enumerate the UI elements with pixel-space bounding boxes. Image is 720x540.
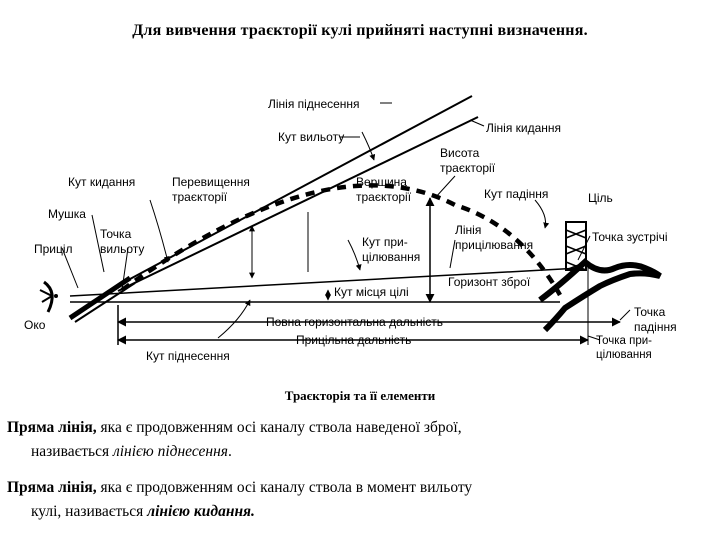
para1-term: лінією піднесення — [112, 443, 228, 460]
line-of-sight — [69, 267, 581, 297]
angle-fall-arc — [534, 199, 550, 229]
label-departure-point-line2: вильоту — [100, 242, 144, 256]
para2-text2: кулі, називається — [31, 503, 148, 520]
para2-bold-start: Пряма лінія, — [7, 479, 97, 496]
label-angle-of-departure: Кут вильоту — [278, 130, 344, 144]
definition-line-of-elevation: Пряма лінія, яка є продовженням осі кана… — [7, 416, 699, 464]
aim-angle-arc — [347, 239, 362, 271]
page-title: Для вивчення траєкторії кулі прийняті на… — [132, 22, 588, 39]
label-height-line2: траєкторії — [440, 161, 496, 175]
para2-line2: кулі, називається лінією кидання. — [7, 500, 699, 524]
label-meeting-point: Точка зустрічі — [592, 230, 668, 244]
label-muzzle: Мушка — [48, 207, 86, 221]
leader-lines — [61, 102, 631, 341]
label-aim-angle-line1: Кут при- — [362, 235, 408, 249]
label-summit-line1: Вершина — [356, 175, 407, 189]
line-of-elevation — [114, 95, 473, 288]
weapon-barrel — [68, 275, 136, 323]
label-aim-angle-line2: цілювання — [362, 250, 420, 264]
label-sight-line-line2: прицілювання — [455, 238, 533, 252]
label-angle-of-firing: Кут кидання — [68, 175, 135, 189]
definition-line-of-departure: Пряма лінія, яка є продовженням осі кана… — [7, 476, 699, 524]
label-angle-of-fall: Кут падіння — [484, 187, 548, 201]
label-height-line1: Висота — [440, 146, 480, 160]
para2-text: яка є продовженням осі каналу ствола в м… — [96, 479, 473, 496]
angle-firing-arc — [149, 199, 170, 263]
para1-text: яка є продовженням осі каналу ствола нав… — [96, 419, 462, 436]
label-departure-point-line1: Точка — [100, 227, 132, 241]
para1-end: . — [228, 443, 232, 460]
label-eye: Око — [24, 318, 46, 332]
label-full-range: Повна горизонтальна дальність — [266, 315, 443, 329]
label-aim-point-line1: Точка при- — [596, 335, 652, 347]
label-sight: Приціл — [34, 242, 73, 256]
para1-text2: називається — [31, 443, 113, 460]
label-aim-point-line2: цілювання — [596, 349, 652, 361]
elevation-angle-arc — [217, 299, 251, 339]
label-weapon-horizon: Горизонт зброї — [448, 275, 531, 289]
line-of-departure — [117, 116, 479, 292]
label-summit-line2: траєкторії — [356, 190, 412, 204]
trajectory-diagram: Лінія піднесення Лінія кидання Кут вильо… — [24, 95, 677, 363]
para2-term: лінією кидання. — [147, 503, 255, 520]
para1-line2: називається лінією піднесення. — [7, 440, 699, 464]
label-fall-point-line1: Точка — [634, 305, 666, 319]
label-fall-point-line2: падіння — [634, 320, 677, 334]
label-line-of-departure: Лінія кидання — [486, 121, 561, 135]
label-excess-line2: траєкторії — [172, 190, 228, 204]
label-target-angle: Кут місця цілі — [334, 285, 409, 299]
diagram-caption: Траєкторія та її елементи — [284, 388, 436, 403]
label-angle-of-elevation: Кут піднесення — [146, 349, 230, 363]
bullet-trajectory — [120, 183, 562, 297]
label-line-of-elevation: Лінія піднесення — [268, 97, 360, 111]
label-aim-range: Прицільна дальність — [296, 333, 411, 347]
label-sight-line-line1: Лінія — [455, 223, 481, 237]
eye-icon — [39, 280, 58, 313]
label-target: Ціль — [588, 191, 613, 205]
angle-departure-arc — [361, 131, 376, 161]
para1-bold-start: Пряма лінія, — [7, 419, 97, 436]
label-excess-line1: Перевищення — [172, 175, 250, 189]
terrain — [538, 257, 662, 333]
